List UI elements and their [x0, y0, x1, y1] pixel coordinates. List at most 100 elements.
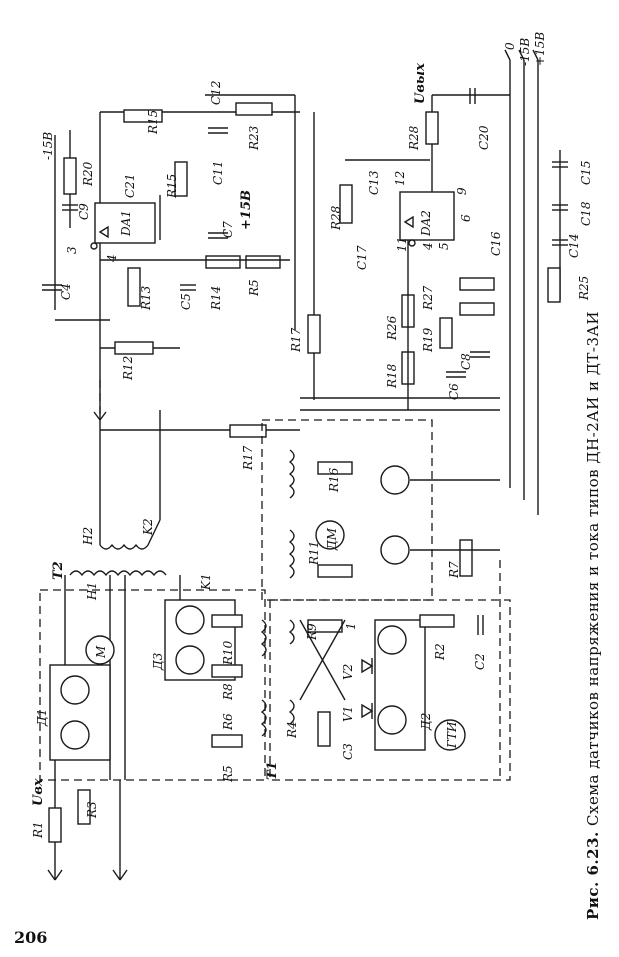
- c8-label: C8: [459, 353, 473, 370]
- da2-section: R28 C13 C17 DA2 11 4 5 12 9 6 R28 C20 Uв…: [300, 63, 593, 411]
- r12-resistor: [114, 341, 154, 355]
- t1-winding-a: [260, 619, 267, 657]
- t1-winding-d: [288, 699, 295, 725]
- r6-label: R6: [221, 713, 235, 731]
- dm-label: ДМ: [325, 527, 339, 551]
- m-block: [85, 635, 115, 665]
- t1-winding-b: [260, 699, 267, 737]
- caption-lead: Рис. 6.23.: [584, 831, 602, 920]
- figure-caption-box: Рис. 6.23. Схема датчиков напряжения и т…: [578, 160, 608, 920]
- h1-label: H1: [85, 582, 99, 601]
- r26-label: R27: [421, 285, 435, 311]
- r5-label: R5: [221, 765, 235, 783]
- c12-label: C12: [209, 81, 223, 105]
- c4-label: C4: [59, 283, 73, 300]
- r17-label: R17: [289, 327, 303, 353]
- c21-label: C21: [123, 174, 137, 198]
- c15-label: C15: [579, 161, 593, 185]
- c7-label: C7: [221, 221, 235, 238]
- da2-pin4: 4: [421, 242, 435, 251]
- r26-resistor: [459, 277, 495, 291]
- da1-pin3: 3: [65, 246, 79, 254]
- transistor-icon: [380, 465, 410, 495]
- m-block-outline: [39, 589, 266, 781]
- r5-top-label: R5: [247, 279, 261, 297]
- r3-resistor: [77, 789, 91, 825]
- da1-pin4: 4: [105, 254, 119, 263]
- c16-label: C16: [489, 231, 503, 256]
- transistor-icon: [175, 645, 205, 675]
- r12-label: R12: [121, 356, 135, 381]
- r14-label: R14: [209, 286, 223, 311]
- r6-resistor: [211, 734, 243, 748]
- r16-lower-resistor: [317, 461, 353, 475]
- r17-resistor: [307, 314, 321, 354]
- r25-label: R25: [577, 276, 591, 301]
- v2-diode-icon: [361, 658, 374, 674]
- v1-label: V1: [341, 706, 355, 722]
- gti-label: ГТИ: [445, 721, 459, 749]
- c6-label: C6: [447, 383, 461, 400]
- figure-caption: Рис. 6.23. Схема датчиков напряжения и т…: [578, 160, 608, 920]
- d1-label: Д1: [35, 709, 49, 727]
- dm-winding-b: [288, 529, 295, 579]
- r10-resistor: [211, 614, 243, 628]
- t1-winding-c: [288, 619, 295, 645]
- r17-lower-label: R17: [241, 445, 255, 471]
- t2-winding: [69, 570, 167, 577]
- r1-label: R1: [31, 821, 45, 839]
- transistor-icon: [377, 705, 407, 735]
- c3-label: C3: [341, 743, 355, 760]
- da1-label: DA1: [119, 210, 133, 237]
- c2-label: C2: [473, 653, 487, 670]
- m-label: М: [94, 645, 108, 659]
- da2-label: DA2: [419, 210, 433, 237]
- transistor-icon: [60, 675, 90, 705]
- c9-label: C9: [77, 203, 91, 220]
- r23-resistor: [235, 102, 273, 116]
- da2-pin5: 5: [437, 242, 451, 250]
- gti-block: [434, 719, 466, 751]
- r2-label: R2: [433, 643, 447, 661]
- neg15-label: -15В: [41, 132, 55, 160]
- da1-amplifier: [94, 202, 156, 244]
- c1-mark: 1: [344, 622, 358, 630]
- d2-label: Д2: [419, 713, 433, 731]
- r7-label: R7: [447, 561, 461, 579]
- r4-label: R4: [285, 721, 299, 739]
- dm-winding-a: [288, 449, 295, 499]
- input-block: T2 H1 K1 М Д1 Д3 R10 R8 R6 R5 R1: [31, 561, 266, 881]
- r17-lower-resistor: [229, 424, 267, 438]
- r19-label: R19: [421, 327, 435, 353]
- v2-label: V2: [341, 664, 355, 680]
- rail-pos15-label: +15В: [533, 32, 547, 66]
- c20-label: C20: [477, 125, 491, 150]
- r27-label: R28: [329, 205, 343, 231]
- da2-pin6: 6: [459, 214, 473, 222]
- rail-zero-label: 0: [503, 42, 517, 50]
- h2-label: H2: [81, 527, 95, 546]
- r14-resistor: [205, 255, 241, 269]
- supply-rails: 0 -15В +15В: [503, 32, 547, 515]
- r20-label: R20: [81, 161, 95, 187]
- r15-resistor: [174, 161, 188, 197]
- r5-potentiometer: [245, 255, 281, 269]
- c18-label: C18: [579, 201, 593, 226]
- v1-diode-icon: [361, 703, 374, 719]
- transistor-icon: [60, 720, 90, 750]
- r24-label: R26: [385, 315, 399, 341]
- uvx-label: Uвх: [31, 778, 46, 806]
- d3-label: Д3: [151, 652, 165, 671]
- da2-pin11: 11: [395, 237, 409, 252]
- page-number: 206: [14, 928, 48, 947]
- r16-lower-label: R16: [327, 467, 341, 493]
- r20-resistor: [63, 157, 77, 195]
- r16-label: R15: [146, 110, 160, 135]
- middle-interconnect: R17 H2 K2: [81, 380, 300, 550]
- r18-label: R18: [385, 363, 399, 389]
- t2-label: T2: [51, 561, 66, 580]
- t1-label: T1: [265, 761, 280, 780]
- r2-resistor: [419, 614, 455, 628]
- rail-neg15-label: -15В: [518, 38, 532, 66]
